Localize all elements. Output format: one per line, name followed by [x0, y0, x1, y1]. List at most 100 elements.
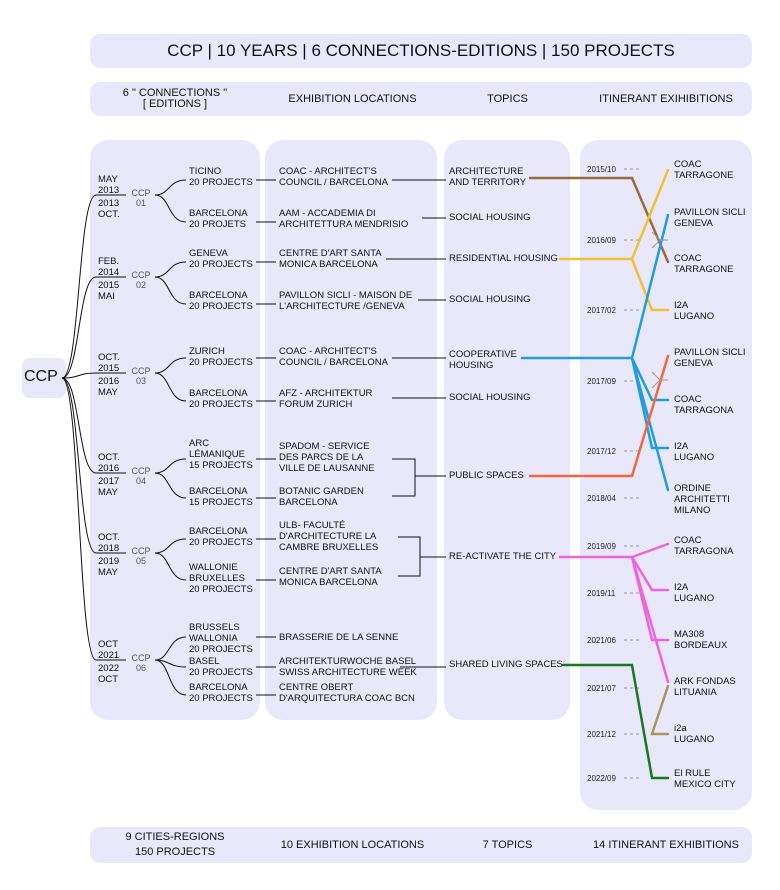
header-locations: EXHIBITION LOCATIONS	[265, 82, 440, 116]
edition-05-dates-top: OCT. 2018	[98, 532, 120, 554]
ccp-branch-04a	[154, 458, 187, 474]
edition-05-ccp: CCP 05	[131, 546, 151, 566]
merge-mark-2	[651, 371, 668, 389]
region-11: BRUSSELS WALLONIA 20 PROJECTS	[189, 622, 253, 655]
location-01: COAC - ARCHITECT'S COUNCIL / BARCELONA	[279, 166, 388, 188]
locations-panel	[265, 140, 437, 720]
edition-05-dates-bottom: 2019 MAY	[98, 556, 120, 578]
footer-bar	[90, 827, 752, 863]
region-02: BARCELONA 20 PROJETS	[189, 208, 248, 230]
location-11: BRASSERIE DE LA SENNE	[279, 632, 399, 643]
date-12: 2022/09	[587, 774, 616, 783]
itinerant-11: MA308 BORDEAUX	[674, 629, 728, 651]
location-06: AFZ - ARCHITEKTUR FORUM ZURICH	[279, 388, 373, 410]
location-10: CENTRE D'ART SANTA MONICA BARCELONA	[279, 566, 382, 588]
footer-locations-label: 10 EXHIBITION LOCATIONS	[280, 838, 425, 851]
topic-social-housing-1: SOCIAL HOUSING	[449, 212, 531, 223]
topic-architecture-territory: ARCHITECTURE AND TERRITORY	[449, 166, 527, 188]
edition-04-dates-bottom: 2017 MAY	[98, 476, 120, 498]
header-itinerant-label: ITINERANT EXIHIBITIONS	[599, 92, 733, 105]
edition-02-dates-top: FEB. 2014	[98, 256, 120, 278]
region-13: BARCELONA 20 PROJECTS	[189, 682, 253, 704]
topic-reactivate-city: RE-ACTIVATE THE CITY	[449, 551, 557, 562]
location-04: PAVILLON SICLI - MAISON DE L'ARCHITECTUR…	[279, 290, 413, 312]
ccp-branch-01a	[154, 179, 187, 196]
ccp-branch-03b	[154, 372, 187, 402]
location-09: ULB- FACULTÉ D'ARCHITECTURE LA CAMBRE BR…	[279, 520, 379, 553]
root-panel	[22, 358, 66, 398]
date-01: 2015/10	[587, 165, 616, 174]
itinerant-13: i2a LUGANO	[674, 723, 715, 745]
location-08: BOTANIC GARDEN BARCELONA	[279, 486, 364, 508]
route-cooperative	[520, 213, 670, 492]
footer-topics-label: 7 TOPICS	[482, 838, 533, 851]
ccp-branch-01b	[154, 194, 187, 223]
date-07: 2019/09	[587, 542, 616, 551]
route-lugano-2021	[650, 684, 670, 736]
root-branch-01	[61, 194, 97, 379]
region-10: WALLONIE BRUXELLES 20 PROJECTS	[189, 562, 253, 595]
ccp-branch-03a	[154, 357, 187, 374]
edition-04-dates-top: OCT. 2016	[98, 452, 120, 474]
header-locations-label: EXHIBITION LOCATIONS	[288, 92, 417, 105]
date-06: 2018/04	[587, 494, 616, 503]
ccp-branch-02b	[154, 276, 187, 305]
header-topics: TOPICS	[445, 82, 570, 116]
edition-01-ccp: CCP 01	[131, 188, 151, 208]
itinerant-02: PAVILLON SICLI GENEVA	[674, 207, 746, 229]
root-branch-06	[61, 377, 97, 661]
itinerant-08: ORDINE ARCHITETTI MILANO	[674, 483, 730, 516]
edition-03-dates-bottom: 2016 MAY	[98, 376, 120, 398]
location-03: CENTRE D'ART SANTA MONICA BARCELONA	[279, 248, 382, 270]
route-residential	[558, 168, 670, 312]
footer-itinerant: 14 ITINERANT EXHIBITIONS	[580, 827, 752, 863]
edition-01-dates-bottom: 2013 OCT.	[98, 198, 120, 220]
footer-itinerant-label: 14 ITINERANT EXHIBITIONS	[593, 838, 739, 851]
itinerant-10: I2A LUGANO	[674, 582, 715, 604]
location-02: AAM - ACCADEMIA DI ARCHITETTURA MENDRISI…	[279, 208, 409, 230]
edition-06-ccp: CCP 06	[131, 653, 151, 673]
topic-public-spaces: PUBLIC SPACES	[449, 470, 524, 481]
edition-02-dates-bottom: 2015 MAI	[98, 280, 120, 302]
header-itinerant: ITINERANT EXIHIBITIONS	[580, 82, 752, 116]
root-branch-03	[61, 372, 97, 379]
header-editions-label: 6 " CONNECTIONS " [ EDITIONS ]	[122, 87, 228, 110]
region-01: TICINO 20 PROJECTS	[189, 166, 253, 188]
route-reactivate	[558, 542, 670, 684]
location-13: CENTRE OBERT D'ARQUITECTURA COAC BCN	[279, 682, 415, 704]
date-03: 2017/02	[587, 306, 616, 315]
location-07: SPADOM - SERVICE DES PARCS DE LA VILLE D…	[279, 441, 375, 474]
itinerant-04: I2A LUGANO	[674, 300, 715, 322]
region-05: ZURICH 20 PROJECTS	[189, 346, 253, 368]
region-03: GENEVA 20 PROJECTS	[189, 248, 253, 270]
date-11: 2021/12	[587, 730, 616, 739]
route-public	[528, 354, 670, 478]
itinerant-12: ARK FONDAS LITUANIA	[674, 676, 736, 698]
page-title: CCP | 10 YEARS | 6 CONNECTIONS-EDITIONS …	[167, 41, 675, 60]
topic-cooperative-housing: COOPERATIVE HOUSING	[449, 349, 517, 371]
edition-03-dates-top: OCT. 2015	[98, 352, 120, 374]
topic-social-housing-3: SOCIAL HOUSING	[449, 392, 531, 403]
bracket-public	[392, 458, 446, 497]
region-07: ARC LÉMANIQUE 15 PROJECTS	[189, 438, 253, 471]
merge-mark-1	[651, 231, 668, 249]
footer-regions: 9 CITIES-REGIONS 150 PROJECTS	[95, 827, 255, 863]
itinerant-07: I2A LUGANO	[674, 441, 715, 463]
date-09: 2021/06	[587, 636, 616, 645]
topics-panel	[444, 140, 570, 720]
edition-06-dates-bottom: 2022 OCT	[98, 663, 120, 685]
region-06: BARCELONA 20 PROJECTS	[189, 388, 253, 410]
edition-02-ccp: CCP 02	[131, 270, 151, 290]
editions-panel	[90, 140, 260, 720]
itinerant-06: COAC TARRAGONA	[674, 394, 734, 416]
region-08: BARCELONA 15 PROJECTS	[189, 486, 253, 508]
edition-03-ccp: CCP 03	[131, 366, 151, 386]
itinerant-03: COAC TARRAGONE	[674, 253, 734, 275]
itinerant-09: COAC TARRAGONA	[674, 535, 734, 557]
topic-shared-living: SHARED LIVING SPACES	[449, 659, 563, 670]
ccp-branch-05a	[154, 538, 187, 554]
ccp-branch-05b	[154, 552, 187, 581]
header-topics-label: TOPICS	[487, 92, 528, 105]
route-shared	[561, 663, 670, 780]
